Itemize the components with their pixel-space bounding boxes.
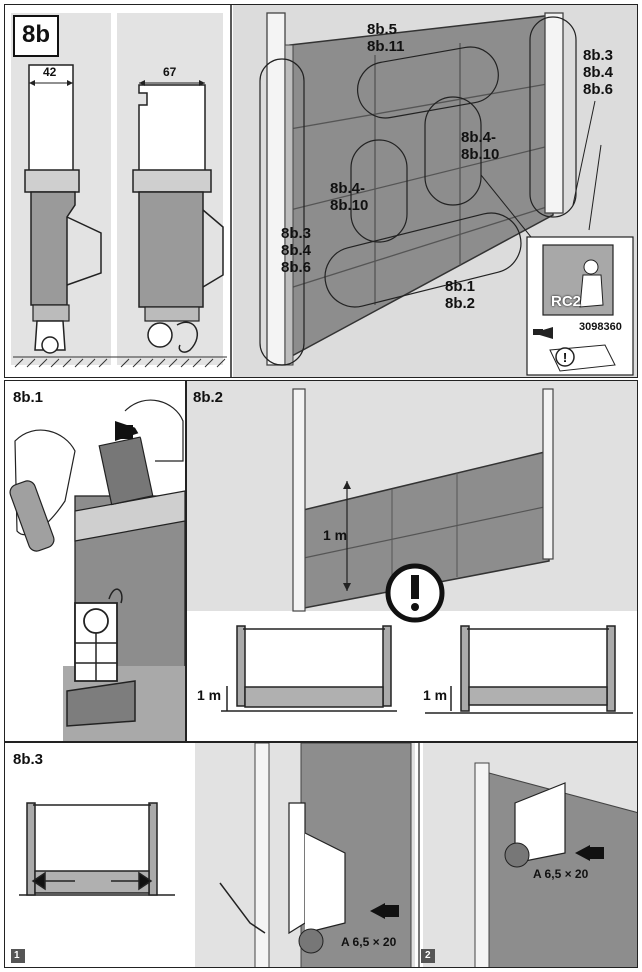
measure-left: 1 m <box>197 687 222 703</box>
callout-right-line-1: 8b.3 <box>583 47 614 64</box>
callout-top-line-1: 8b.5 <box>367 21 398 38</box>
measure-right: 1 m <box>423 687 448 703</box>
callout-top-line-2: 8b.11 <box>367 38 405 55</box>
section-8b2: 8b.2 1 m 1 m 1 m <box>186 380 638 742</box>
callout-bottom: 8b.1 8b.2 <box>445 278 475 312</box>
callout-right-line-3: 8b.6 <box>583 81 614 98</box>
part-number: 3098360 <box>579 321 622 333</box>
callout-bottom-line-2: 8b.2 <box>445 295 476 312</box>
screw-spec-2: A 6,5 × 20 <box>533 867 589 881</box>
section-8b3: 8b.3 1 2 A 6,5 × 20 A 6,5 × 20 <box>4 742 638 968</box>
section-8b2-title: 8b.2 <box>193 389 224 406</box>
svg-text:!: ! <box>563 350 567 365</box>
measure-slanted: 1 m <box>323 527 348 543</box>
callout-mid-right-line-2: 8b.10 <box>461 146 500 163</box>
section-8b1: 8b.1 <box>4 380 186 742</box>
section-8b: ! 8b 42 67 8b.5 8b.11 8b.3 8b.4 8b.6 8b.… <box>4 4 638 378</box>
section-8b3-title: 8b.3 <box>13 751 44 768</box>
callout-left: 8b.3 8b.4 8b.6 <box>281 225 311 276</box>
callout-left-line-3: 8b.6 <box>281 259 312 276</box>
section-8b3-drawing <box>11 743 637 967</box>
callout-right: 8b.3 8b.4 8b.6 <box>583 47 613 98</box>
callout-mid-left-line-1: 8b.4- <box>330 180 366 197</box>
section-8b-drawing: ! <box>11 5 637 377</box>
callout-left-line-2: 8b.4 <box>281 242 312 259</box>
callout-mid-right: 8b.4- 8b.10 <box>461 129 499 163</box>
callout-left-line-1: 8b.3 <box>281 225 312 242</box>
screw-spec-1: A 6,5 × 20 <box>341 935 397 949</box>
callout-mid-right-line-1: 8b.4- <box>461 129 497 146</box>
badge-8b: 8b <box>13 15 59 57</box>
callout-right-line-2: 8b.4 <box>583 64 614 81</box>
step-badge-2: 2 <box>425 950 431 961</box>
section-8b1-drawing <box>9 399 185 741</box>
callout-mid-left: 8b.4- 8b.10 <box>330 180 368 214</box>
callout-mid-left-line-2: 8b.10 <box>330 197 369 214</box>
callout-top: 8b.5 8b.11 <box>367 21 405 55</box>
step-badge-1: 1 <box>14 950 20 961</box>
dimension-42: 42 <box>43 65 57 79</box>
section-8b2-drawing <box>187 381 637 714</box>
dimension-67: 67 <box>163 65 177 79</box>
callout-bottom-line-1: 8b.1 <box>445 278 476 295</box>
rc2-label: RC2 <box>551 293 582 310</box>
section-8b1-title: 8b.1 <box>13 389 44 406</box>
